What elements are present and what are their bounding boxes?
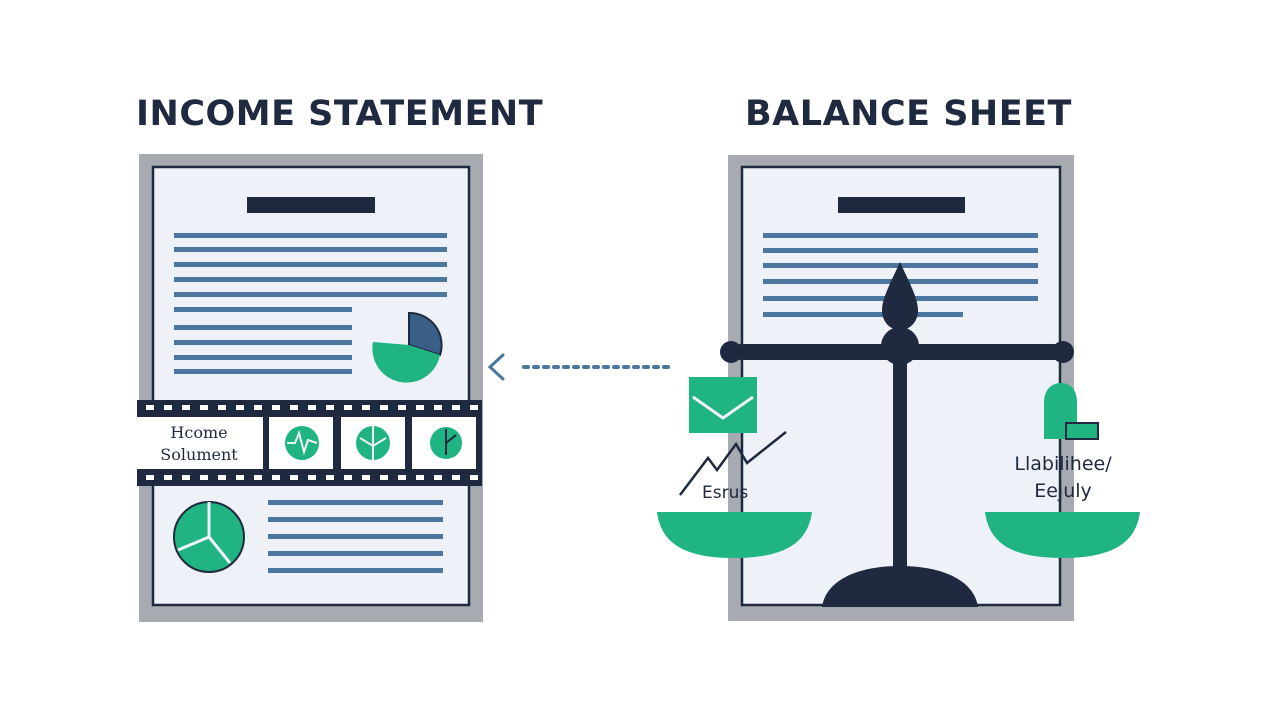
film-frame-chart-3-icon — [430, 427, 462, 459]
balance-scale — [720, 262, 1074, 607]
scale-finial — [882, 262, 918, 330]
pie-chart-icon-bottom — [173, 501, 245, 573]
dotted-arrow — [487, 353, 674, 381]
chevron-left-icon — [487, 353, 505, 381]
right-pan-label-line2: Eejuly — [1034, 480, 1092, 502]
left-pan-label: Esrus — [702, 483, 748, 503]
balance-header-bar — [838, 197, 965, 213]
film-frame-chart-2-icon — [356, 426, 390, 460]
film-sprocket-holes-top — [146, 405, 478, 410]
film-frame-label-line2: Solument — [160, 445, 238, 464]
right-pan-label-line1: Llabilihee/ — [1014, 453, 1112, 475]
film-frame-label-line1: Hcome — [170, 423, 227, 442]
film-frame-chart-1-icon — [285, 426, 319, 460]
text-lines-bottom — [268, 500, 443, 573]
stacked-blocks-icon — [1044, 383, 1099, 440]
beam-end-right — [1052, 341, 1074, 363]
balance-sheet-title: BALANCE SHEET — [745, 94, 1072, 134]
income-statement-document: Hcome Solument — [136, 154, 483, 622]
document-header-bar — [247, 197, 375, 213]
film-strip: Hcome Solument — [136, 400, 482, 486]
film-frame-text — [136, 417, 263, 469]
film-sprocket-holes-bottom — [146, 475, 478, 480]
right-scale-pan — [985, 512, 1140, 558]
scale-post — [893, 328, 907, 578]
left-scale-pan — [657, 512, 812, 558]
scale-pivot — [881, 327, 919, 365]
envelope-icon — [689, 377, 757, 433]
scale-base — [822, 566, 978, 607]
pie-chart-icon — [372, 311, 443, 383]
income-statement-title: INCOME STATEMENT — [136, 94, 544, 134]
beam-end-left — [720, 341, 742, 363]
text-lines-top — [174, 233, 447, 374]
trend-line-icon — [679, 431, 787, 496]
